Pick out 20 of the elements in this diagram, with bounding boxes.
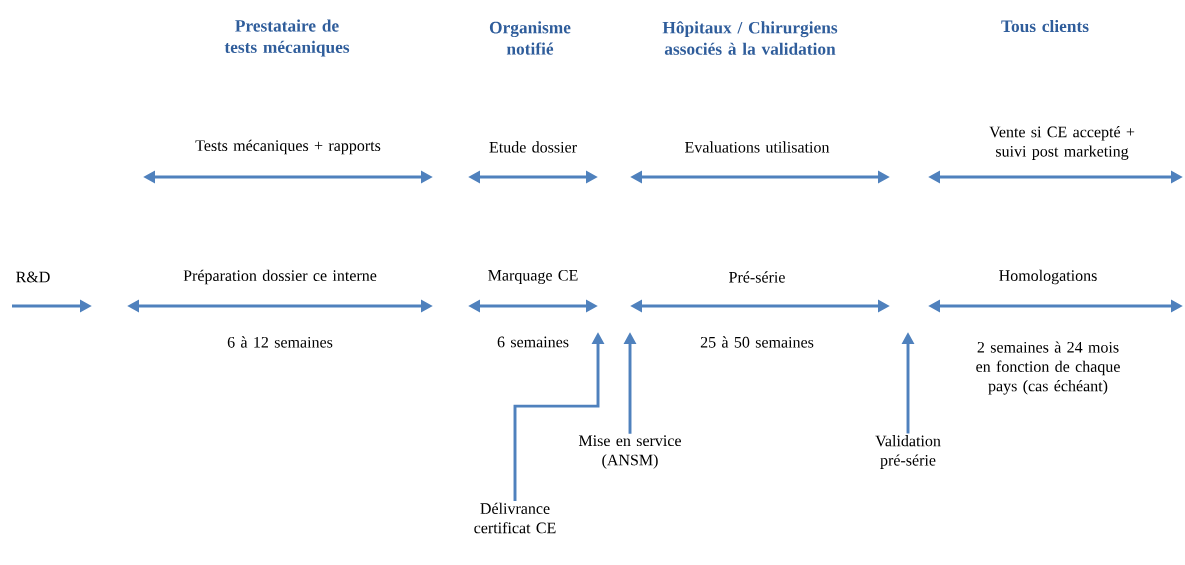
phase-label: Marquage CE bbox=[488, 269, 578, 285]
column-heading: Tous clients bbox=[1001, 19, 1089, 33]
column-heading: Organisme notifié bbox=[489, 21, 571, 55]
phase-label: R&D bbox=[16, 271, 50, 283]
phase-label: Evaluations utilisation bbox=[685, 141, 830, 153]
phase-label: Préparation dossier ce interne bbox=[183, 269, 377, 285]
phase-label: 25 à 50 semaines bbox=[700, 336, 814, 348]
phase-label: Tests mécaniques + rapports bbox=[195, 139, 381, 155]
event-label: Délivrance certificat CE bbox=[474, 502, 556, 534]
phase-label: Etude dossier bbox=[489, 141, 577, 153]
phase-label: Homologations bbox=[999, 269, 1097, 285]
phase-label: Vente si CE accepté + suivi post marketing bbox=[989, 126, 1135, 160]
phase-label: 6 semaines bbox=[497, 336, 569, 348]
event-label: Validation pré-série bbox=[875, 435, 941, 469]
phase-label: Pré-série bbox=[729, 271, 785, 283]
column-heading: Hôpitaux / Chirurgiens associés à la validation bbox=[662, 21, 838, 55]
phase-label: 2 semaines à 24 mois en fonction de chaque pays (cas échéant) bbox=[976, 341, 1120, 395]
phase-label: 6 à 12 semaines bbox=[227, 336, 333, 348]
event-label: Mise en service (ANSM) bbox=[578, 435, 681, 469]
column-heading: Prestataire de tests mécaniques bbox=[224, 19, 350, 57]
